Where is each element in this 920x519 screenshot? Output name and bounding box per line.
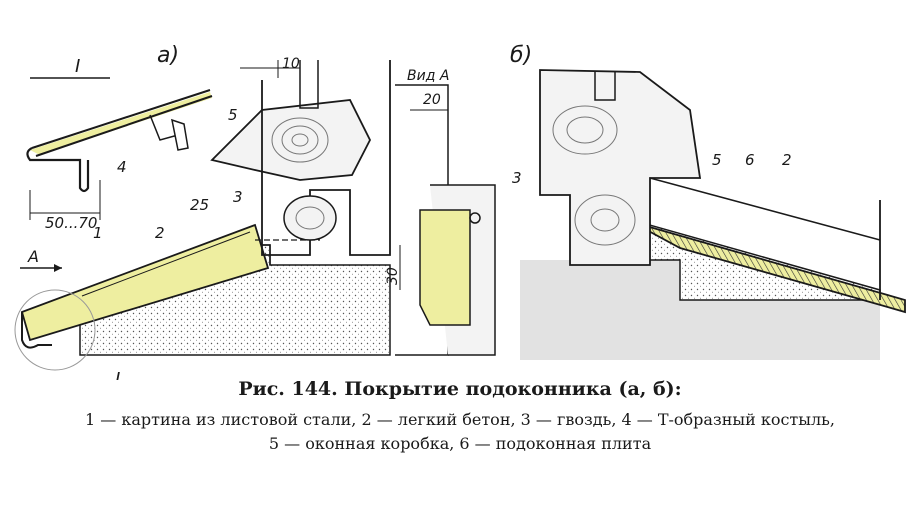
label-dim-30: 30 <box>385 267 401 285</box>
label-section-i-bottom: I <box>115 369 120 380</box>
label-n5: 5 <box>228 106 238 124</box>
label-n2-b: 2 <box>782 151 792 169</box>
label-n2: 2 <box>155 224 165 242</box>
diagram-labels: а) б) Вид А I I A 10 20 30 25 50...70 1 … <box>27 43 792 380</box>
label-dim-25: 25 <box>190 196 209 214</box>
label-view-a: Вид А <box>407 68 449 84</box>
detail-i <box>26 77 213 220</box>
label-part-a: а) <box>157 43 179 68</box>
view-a <box>395 84 496 356</box>
label-n1: 1 <box>93 224 103 242</box>
label-dim-20: 20 <box>423 92 441 108</box>
figure-legend-line-1: 1 — картина из листовой стали, 2 — легки… <box>85 410 835 429</box>
label-dim-50-70: 50...70 <box>45 214 97 232</box>
label-arrow-a: A <box>27 247 39 266</box>
label-part-b: б) <box>510 43 532 68</box>
figure-legend-line-2: 5 — оконная коробка, 6 — подоконная плит… <box>268 434 652 453</box>
part-a-section <box>14 60 391 371</box>
label-n4: 4 <box>117 158 127 176</box>
label-n5-b: 5 <box>712 151 722 169</box>
figure-caption-title: Рис. 144. Покрытие подоконника (а, б): <box>238 378 682 400</box>
label-n3-view: 3 <box>512 169 522 187</box>
label-dim-10: 10 <box>282 56 300 72</box>
part-b-section <box>520 69 906 360</box>
label-section-i-top: I <box>75 56 80 77</box>
window-sill-diagram: а) б) Вид А I I A 10 20 30 25 50...70 1 … <box>14 43 906 380</box>
label-n3: 3 <box>233 188 243 206</box>
label-n6-b: 6 <box>745 151 755 169</box>
